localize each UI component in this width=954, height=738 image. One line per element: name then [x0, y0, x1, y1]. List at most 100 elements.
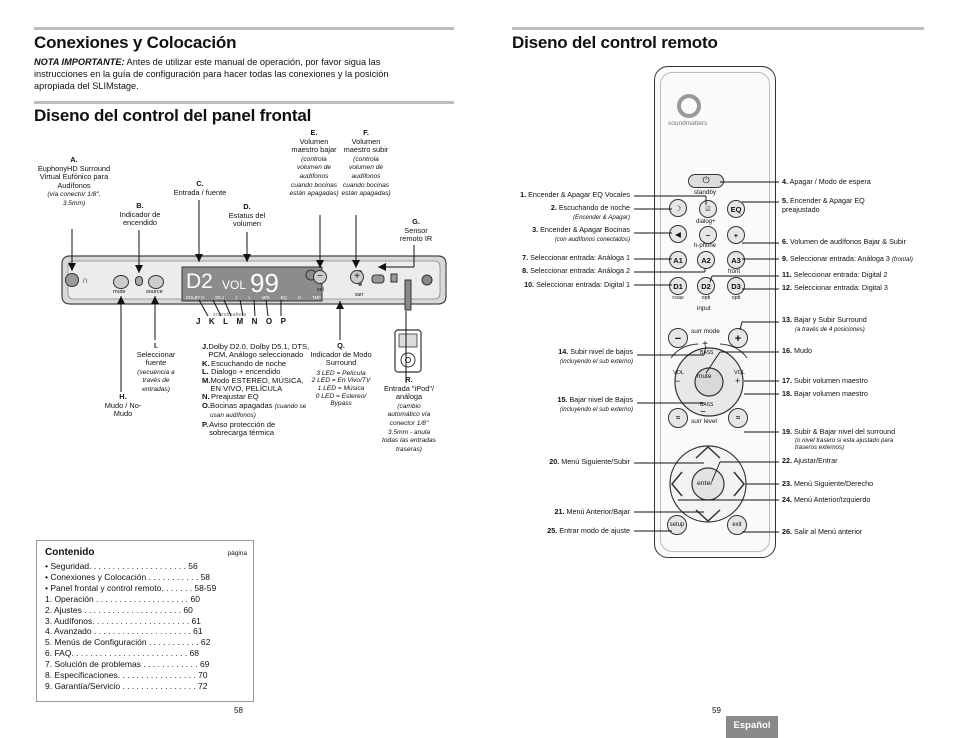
- toc-item[interactable]: 1. Operación . . . . . . . . . . . . . .…: [45, 593, 200, 604]
- night-mode-button[interactable]: ☽: [669, 199, 687, 217]
- remote-label-20: 20. Menú Siguiente/Subir: [549, 457, 630, 466]
- vol-label-right: VOL: [734, 370, 746, 376]
- toc-item[interactable]: 7. Solución de problemas . . . . . . . .…: [45, 659, 210, 670]
- input-d3-button[interactable]: D3: [727, 277, 745, 295]
- coax-label: coax: [672, 295, 684, 301]
- standby-button[interactable]: ⏻: [688, 174, 724, 188]
- remote-brand: soundmatters: [668, 120, 708, 127]
- remote-label-14: 14. Subir nivel de bajos(incluyendo el s…: [558, 347, 633, 365]
- toc-item[interactable]: 6. FAQ. . . . . . . . . . . . . . . . . …: [45, 648, 199, 659]
- toc-item[interactable]: • Panel frontal y control remoto. . . . …: [45, 582, 217, 593]
- surr-level-down-button[interactable]: ≈: [668, 408, 688, 428]
- remote-label-6: 6. Volumen de audífonos Bajar & Subir: [782, 237, 906, 246]
- headphone-vol-down-button[interactable]: −: [699, 226, 717, 244]
- remote-label-19: 19. Subir & Bajar nivel del surround(o n…: [782, 427, 896, 451]
- bass-label-top: BASS: [700, 350, 714, 356]
- remote-label-26: 26. Salir al Menú anterior: [782, 527, 863, 536]
- exit-button[interactable]: exit: [727, 515, 747, 535]
- speakers-button[interactable]: ◀: [669, 225, 687, 243]
- title-rule: [34, 27, 454, 30]
- vol-label: vol: [317, 287, 324, 293]
- headphone-jack[interactable]: [65, 273, 79, 287]
- eq-button[interactable]: EQ: [727, 200, 745, 218]
- page-number-left: 58: [234, 706, 243, 715]
- callout-i: I.Seleccionar fuente(secuencia a través …: [136, 341, 176, 393]
- toc-list: • Seguridad. . . . . . . . . . . . . . .…: [45, 561, 216, 692]
- surr-mode-down-button[interactable]: −: [668, 328, 688, 348]
- remote-label-24: 24. Menú Anterior/Izquierdo: [782, 495, 871, 504]
- remote-label-15: 15. Bajar nivel de Bajos(incluyendo el s…: [557, 395, 633, 413]
- mute-button[interactable]: mute: [697, 373, 712, 380]
- volume-up-button[interactable]: +: [735, 376, 741, 386]
- section-title-connections: Conexiones y Colocación: [34, 33, 237, 52]
- bass-down-button[interactable]: −: [700, 407, 706, 418]
- mute-button[interactable]: [113, 275, 129, 289]
- input-a1-button[interactable]: A1: [669, 251, 687, 269]
- surr-mode-label: surr mode: [691, 328, 720, 335]
- input-a2-button[interactable]: A2: [697, 251, 715, 269]
- input-a3-button[interactable]: A3: [727, 251, 745, 269]
- toc-item[interactable]: 8. Especificaciones. . . . . . . . . . .…: [45, 670, 208, 681]
- remote-label-18: 18. Bajar volumen maestro: [782, 389, 868, 398]
- language-tab[interactable]: Español: [726, 716, 778, 738]
- toc-item[interactable]: 3. Audífonos. . . . . . . . . . . . . . …: [45, 615, 201, 626]
- remote-label-16: 16. Mudo: [782, 346, 812, 355]
- dialog-label: dialog+: [696, 219, 716, 225]
- remote-label-17: 17. Subir volumen maestro: [782, 376, 868, 385]
- callout-a: A.EuphonyHD Surround Virtual Eufónico pa…: [37, 155, 111, 207]
- volume-up-button[interactable]: +: [350, 270, 364, 284]
- volume-down-button[interactable]: −: [313, 270, 327, 284]
- headphone-icon: ∩: [82, 275, 89, 285]
- callout-g: G.Sensor remoto IR: [399, 217, 433, 244]
- vol-label-left: VOL: [673, 370, 685, 376]
- volume-down-button[interactable]: −: [675, 376, 681, 386]
- remote-label-3: 3. Encender & Apagar Bocinas(con audífon…: [532, 225, 630, 243]
- toc-item[interactable]: 9. Garantía/Servicio . . . . . . . . . .…: [45, 680, 208, 691]
- remote-label-23: 23. Menú Siguiente/Derecho: [782, 479, 874, 488]
- callout-e: E.Volumen maestro bajar(controla volumen…: [289, 128, 339, 198]
- toc-item[interactable]: 5. Menús de Configuración . . . . . . . …: [45, 637, 211, 648]
- front-label: front: [728, 269, 741, 275]
- remote-label-8: 8. Seleccionar entrada: Análoga 2: [522, 266, 630, 275]
- toc-item[interactable]: • Seguridad. . . . . . . . . . . . . . .…: [45, 561, 198, 571]
- remote-inner-edge: [660, 72, 770, 552]
- surr-mode-up-button[interactable]: +: [728, 328, 748, 348]
- table-of-contents: Contenido página • Seguridad. . . . . . …: [36, 540, 254, 702]
- callout-b: B.Indicador de encendido: [119, 201, 161, 228]
- callout-d: D.Estatus del volumen: [228, 202, 266, 229]
- brand-logo-icon: [677, 94, 701, 118]
- remote-label-4: 4. Apagar / Modo de espera: [782, 177, 871, 186]
- surr-level-up-button[interactable]: ≈: [728, 408, 748, 428]
- important-note: NOTA IMPORTANTE: Antes de utilizar este …: [34, 57, 429, 92]
- remote-label-21: 21. Menú Anterior/Bajar: [554, 507, 630, 516]
- input-d1-button[interactable]: D1: [669, 277, 687, 295]
- dialog-button[interactable]: ☑: [699, 200, 717, 218]
- title-rule: [34, 101, 454, 104]
- toc-item[interactable]: • Conexiones y Colocación . . . . . . . …: [45, 571, 211, 582]
- toc-item[interactable]: 2. Ajustes . . . . . . . . . . . . . . .…: [45, 604, 193, 615]
- remote-label-2: 2. Escuchando de noche(Encender & Apagar…: [550, 203, 630, 221]
- bass-volume-pad: [670, 343, 748, 417]
- hphone-label: h-phone: [694, 243, 717, 249]
- surr-level-label: surr level: [691, 418, 717, 425]
- source-label: source: [146, 289, 163, 295]
- display-vol: VOL: [222, 278, 247, 292]
- panel-brand: soundmatters: [213, 312, 247, 318]
- setup-button[interactable]: setup: [667, 515, 687, 535]
- remote-label-13: 13. Bajar y Subir Surround(a través de 4…: [782, 315, 867, 333]
- bass-up-button[interactable]: +: [702, 339, 708, 350]
- title-rule: [512, 27, 924, 30]
- standby-label: standby: [694, 189, 717, 196]
- display-legend: J.Dolby D2.0, Dolby D5.1, DTS, PCM, Anál…: [202, 342, 310, 438]
- enter-button[interactable]: enter: [697, 480, 713, 487]
- remote-label-22: 22. Ajustar/Entrar: [782, 456, 838, 465]
- page-number-right: 59: [712, 706, 721, 715]
- input-label: input: [697, 305, 711, 312]
- source-button[interactable]: [148, 275, 164, 289]
- toc-item[interactable]: 4. Avanzado . . . . . . . . . . . . . . …: [45, 626, 203, 637]
- remote-label-7: 7. Seleccionar entrada: Análoga 1: [522, 253, 630, 262]
- headphone-vol-up-button[interactable]: +: [727, 226, 745, 244]
- opti-label-2: opti: [731, 295, 741, 301]
- opti-label-1: opti: [701, 295, 711, 301]
- section-title-remote: Diseno del control remoto: [512, 33, 718, 52]
